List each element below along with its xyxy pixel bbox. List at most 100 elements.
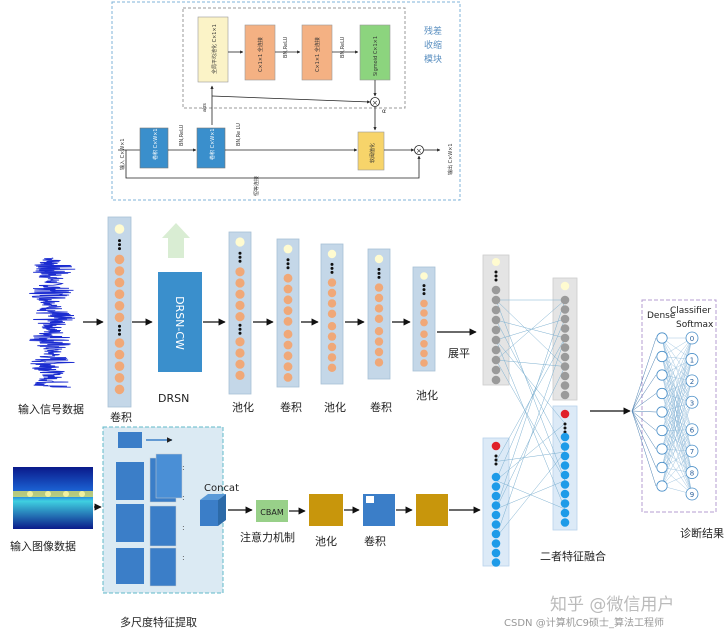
- dot-node: [494, 278, 498, 282]
- classifier-link: [661, 337, 693, 431]
- module-output-label: 输出 C×W×1: [447, 143, 454, 175]
- orange-node: [374, 304, 384, 313]
- signal-feature-node: [491, 375, 501, 385]
- result-label: 诊断结果: [680, 526, 724, 540]
- orange-node: [114, 312, 125, 323]
- hidden-node: [656, 461, 668, 474]
- input-fan-link: [631, 374, 657, 412]
- fusion-link: [495, 359, 566, 481]
- dot-node: [330, 262, 334, 266]
- orange-node: [283, 295, 293, 305]
- plus-symbol: ×: [416, 147, 422, 155]
- image-pool-block: [309, 494, 343, 526]
- orange-node: [327, 363, 337, 372]
- hidden-node: [656, 369, 668, 381]
- fused-lower-node: [560, 499, 570, 508]
- dot-node: [238, 331, 242, 335]
- output-class-node: [685, 487, 699, 501]
- top-node: [374, 254, 384, 264]
- conv-layer-1-nodes: [114, 224, 125, 395]
- csdn-watermark: CSDN @计算机C9硕士_算法工程师: [504, 616, 664, 629]
- output-class-node: [685, 374, 699, 388]
- orange-node: [327, 332, 337, 341]
- fused-lower-node: [560, 432, 570, 442]
- input-fan-link: [631, 410, 657, 450]
- fusion-link: [495, 318, 566, 481]
- fused-lower-node: [560, 461, 570, 470]
- dot-node: [494, 462, 498, 466]
- drsn-block: [158, 272, 202, 372]
- class-label: 9: [690, 491, 694, 499]
- drsn-block-label: DRSN-CW: [173, 296, 186, 350]
- fusion-link: [495, 299, 566, 481]
- signal-waveform: [29, 257, 76, 388]
- dot-node: [118, 332, 121, 336]
- image-feature-node: [491, 510, 501, 520]
- fusion-link: [495, 339, 566, 510]
- fusion-link: [495, 423, 566, 481]
- fused-upper-node: [560, 333, 570, 343]
- orange-node: [114, 266, 125, 276]
- dot-node: [118, 239, 121, 243]
- output-class-node: [685, 466, 699, 479]
- fused-upper-node: [560, 343, 570, 352]
- top-node: [420, 272, 428, 280]
- orange-node: [374, 283, 384, 292]
- class-label: 6: [690, 427, 695, 435]
- classifier-label: Classifier: [670, 306, 711, 316]
- svg-text::: :: [182, 463, 185, 472]
- image-conv-label: 卷积: [364, 534, 386, 548]
- input-fan-link: [631, 356, 657, 412]
- classifier-link: [661, 380, 693, 450]
- orange-node: [283, 284, 293, 294]
- orange-node: [235, 300, 245, 310]
- orange-node: [327, 322, 337, 331]
- orange-node: [420, 299, 428, 308]
- class-label: 2: [690, 378, 694, 386]
- orange-node: [420, 330, 428, 339]
- fused-upper-node: [560, 390, 570, 400]
- class-label: 3: [690, 399, 694, 407]
- fusion-link: [495, 299, 566, 367]
- svg-text::: :: [182, 493, 185, 502]
- fusion-section: 二者特征融合 Classifier Dense Softmax 01236789…: [482, 254, 724, 567]
- pool-layer-1-nodes: [235, 237, 245, 380]
- fusion-link: [495, 451, 566, 462]
- dot-node: [422, 284, 426, 288]
- orange-node: [114, 277, 125, 288]
- sigmoid-block: [359, 24, 391, 81]
- output-class-node: [685, 444, 699, 458]
- dot-node: [286, 258, 290, 262]
- fused-lower-node: [560, 480, 570, 489]
- fusion-link: [495, 299, 566, 361]
- conv-label-1: 卷积: [110, 410, 132, 424]
- input-fan-link: [631, 393, 657, 412]
- signal-input-label: 输入信号数据: [18, 402, 84, 416]
- shrink-label-3: 模块: [424, 53, 442, 65]
- orange-node: [283, 340, 293, 350]
- image-feature-node: [491, 529, 501, 539]
- dot-node: [422, 292, 426, 296]
- classifier-link: [661, 402, 693, 450]
- fused-upper-node: [560, 324, 570, 333]
- signal-feature-node: [491, 325, 501, 335]
- gap-label: 全局平均池化 C×1×1: [211, 24, 218, 74]
- conv-layer-3-nodes: [374, 254, 384, 367]
- orange-node: [374, 347, 384, 357]
- orange-node: [374, 293, 384, 303]
- dot-node: [118, 324, 121, 328]
- classifier-link: [661, 380, 693, 468]
- dot-node: [563, 430, 567, 434]
- shrinkage-subnet-frame: [182, 7, 406, 109]
- signal-feature-node: [491, 345, 501, 355]
- orange-node: [114, 349, 125, 360]
- signal-feature-node: [491, 355, 501, 365]
- image-feature-node: [491, 520, 501, 529]
- orange-node: [283, 306, 293, 315]
- top-node: [114, 224, 125, 234]
- input-fan-link: [631, 410, 657, 468]
- fusion-link: [495, 359, 566, 367]
- image-input-label: 输入图像数据: [10, 539, 76, 553]
- fusion-link: [495, 339, 566, 424]
- pool-label-2: 池化: [324, 400, 346, 414]
